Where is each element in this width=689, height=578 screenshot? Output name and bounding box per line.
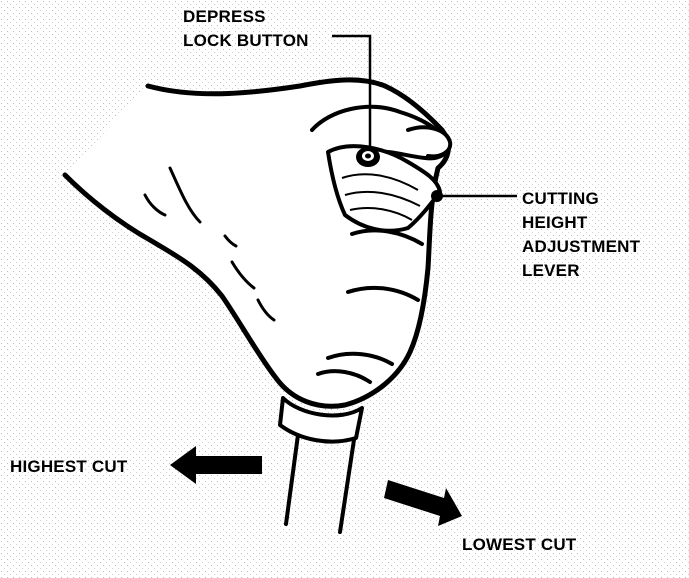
adjustment-lever-callout: CUTTING HEIGHT ADJUSTMENT LEVER — [522, 187, 640, 283]
adjustment-lever-callout-line-2: HEIGHT — [522, 211, 640, 235]
lock-button — [356, 147, 380, 167]
highest-cut-label: HIGHEST CUT — [10, 455, 127, 479]
adjustment-lever-callout-line-1: CUTTING — [522, 187, 640, 211]
adjustment-lever-callout-line-3: ADJUSTMENT — [522, 235, 640, 259]
lowest-cut-label: LOWEST CUT — [462, 533, 576, 557]
lock-button-callout-line-2: LOCK BUTTON — [183, 29, 309, 53]
adjustment-lever-callout-line-4: LEVER — [522, 259, 640, 283]
lock-button-callout-line-1: DEPRESS — [183, 5, 309, 29]
lock-button-callout: DEPRESS LOCK BUTTON — [183, 5, 309, 53]
adjustment-lever — [431, 190, 443, 202]
